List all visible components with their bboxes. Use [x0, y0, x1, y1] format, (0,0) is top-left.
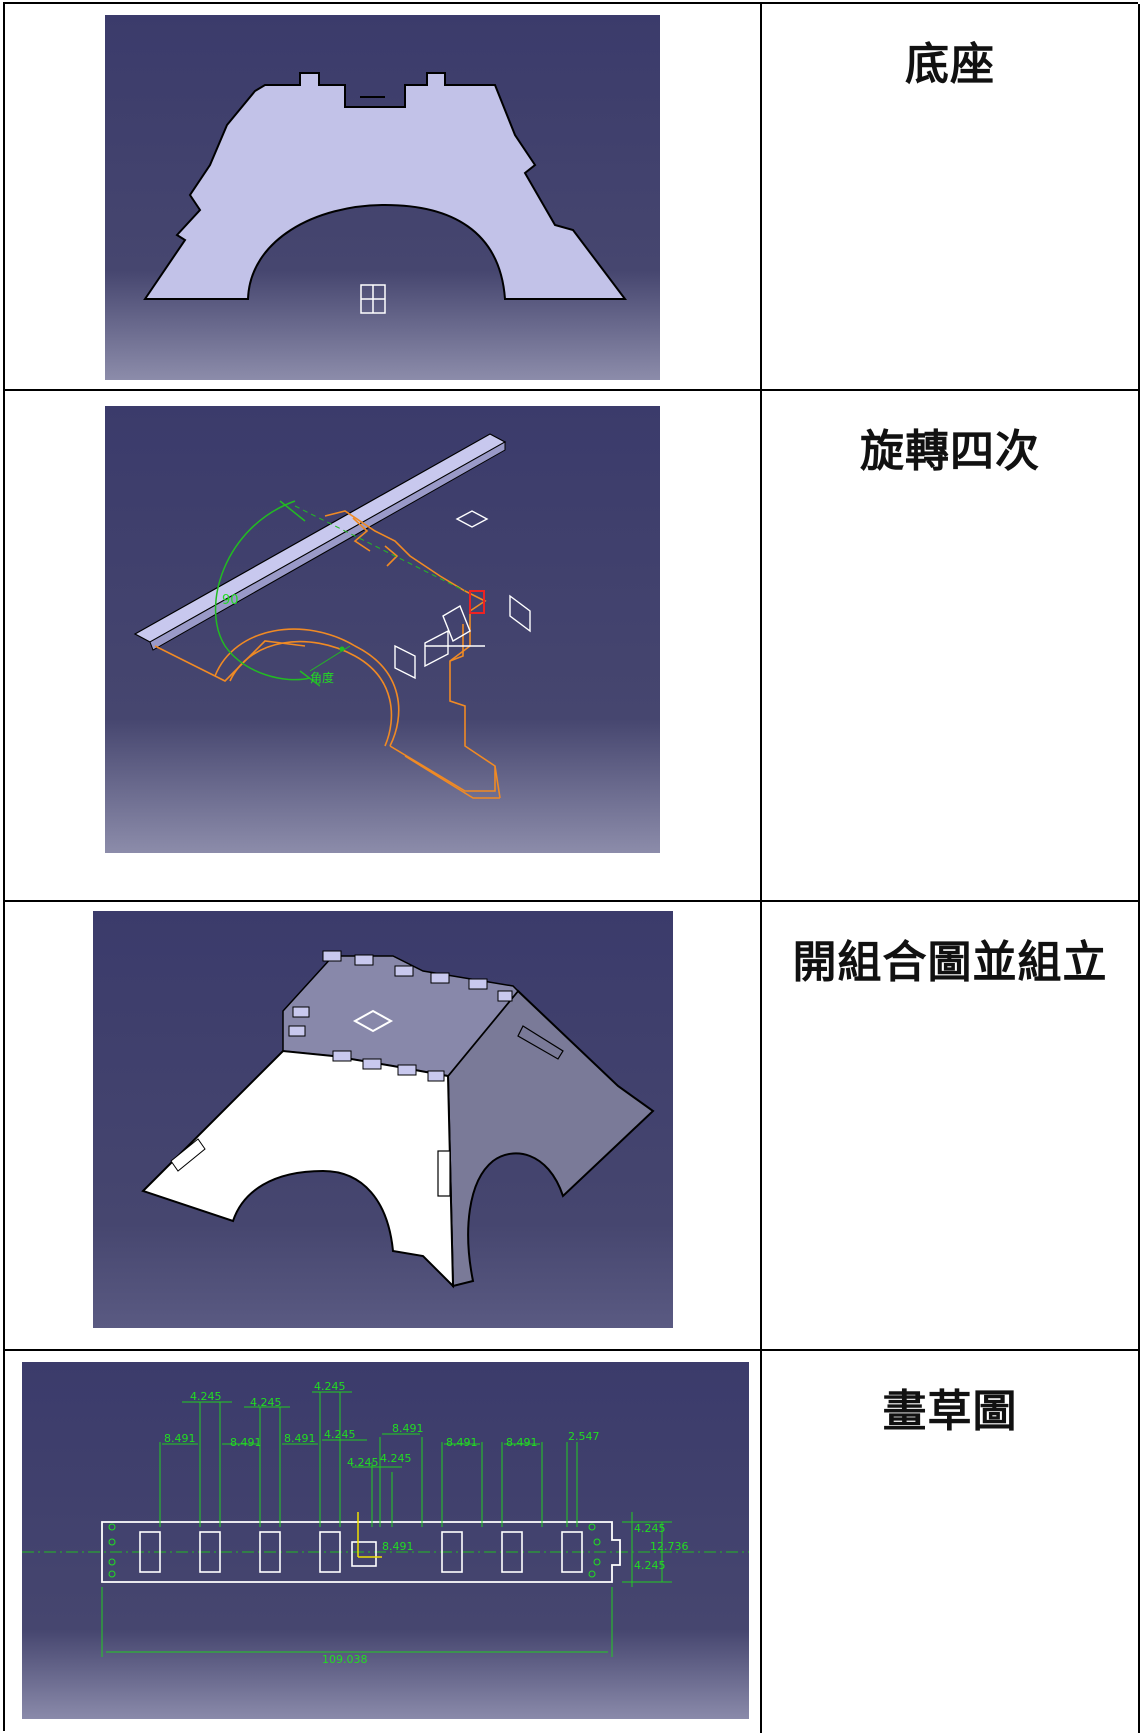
dim-label: 8.491	[382, 1540, 414, 1553]
dim-label: 8.491	[392, 1422, 424, 1435]
image-cell: 4.245 4.245 4.245 8.491 8.491 8.491 4.24…	[5, 1351, 762, 1733]
angle-label: 角度	[310, 670, 334, 685]
dim-label: 4.245	[634, 1559, 666, 1572]
row-label: 旋轉四次	[860, 426, 1040, 477]
row-label: 開組合圖並組立	[792, 937, 1108, 988]
dim-label: 2.547	[568, 1430, 600, 1443]
label-cell: 旋轉四次	[762, 391, 1140, 900]
image-cell	[5, 902, 762, 1349]
label-cell: 底座	[762, 4, 1140, 389]
table-row: 開組合圖並組立	[5, 902, 1140, 1351]
dim-label: 8.491	[164, 1432, 196, 1445]
dim-label: 4.245	[347, 1456, 379, 1469]
table-row: 底座	[5, 4, 1140, 391]
dim-label: 4.245	[634, 1522, 666, 1535]
dim-label: 4.245	[314, 1380, 346, 1393]
dim-label: 8.491	[506, 1436, 538, 1449]
dim-label: 4.245	[324, 1428, 356, 1441]
catia-sketch-image: 4.245 4.245 4.245 8.491 8.491 8.491 4.24…	[22, 1362, 749, 1719]
dim-label: 8.491	[230, 1436, 262, 1449]
row-label: 畫草圖	[882, 1386, 1018, 1437]
dim-label: 8.491	[284, 1432, 316, 1445]
catia-rotate-image: 90 角度	[105, 406, 660, 853]
dim-label: 109.038	[322, 1653, 368, 1666]
dim-label: 8.491	[446, 1436, 478, 1449]
row-label: 底座	[905, 39, 995, 90]
catia-base-part-image	[105, 15, 660, 380]
angle-value: 90	[222, 593, 239, 608]
dim-label: 4.245	[250, 1396, 282, 1409]
image-cell: 90 角度	[5, 391, 762, 900]
catia-assembly-image	[93, 911, 673, 1328]
label-cell: 開組合圖並組立	[762, 902, 1140, 1349]
label-cell: 畫草圖	[762, 1351, 1140, 1733]
table-row: 90 角度 旋轉四次	[5, 391, 1140, 902]
figure-table: 底座	[3, 2, 1140, 1733]
table-row: 4.245 4.245 4.245 8.491 8.491 8.491 4.24…	[5, 1351, 1140, 1733]
dim-label: 12.736	[650, 1540, 689, 1553]
image-cell	[5, 4, 762, 389]
dim-label: 4.245	[190, 1390, 222, 1403]
dim-label: 4.245	[380, 1452, 412, 1465]
